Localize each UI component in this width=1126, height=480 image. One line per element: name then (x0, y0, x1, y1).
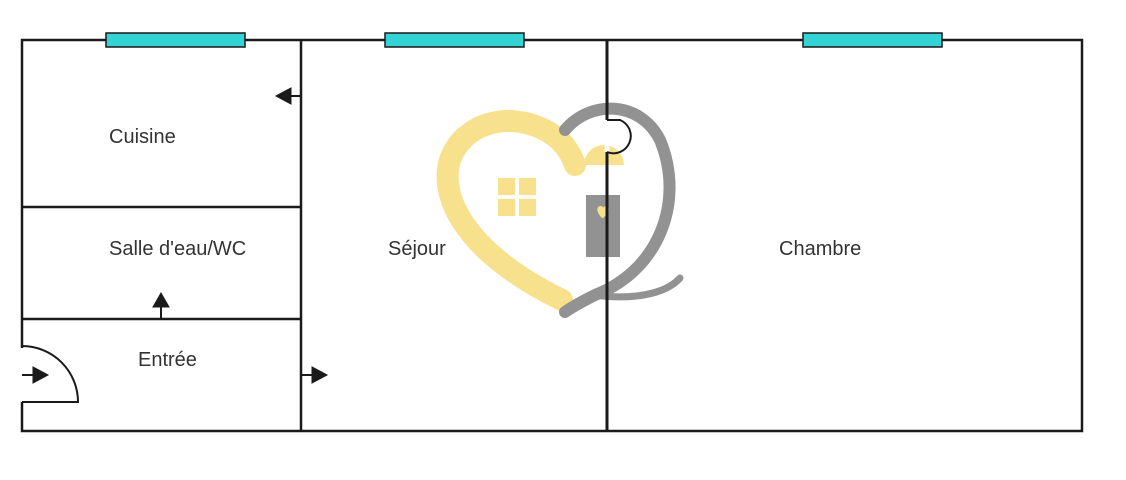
window-cuisine (105, 32, 246, 48)
chambre-door-swing-icon (606, 119, 632, 155)
room-label-chambre: Chambre (779, 238, 861, 260)
logo-swoosh-gray (559, 102, 676, 318)
room-label-salle-eau: Salle d'eau/WC (109, 238, 246, 260)
room-label-sejour: Séjour (388, 238, 446, 260)
arrow-icon (274, 87, 300, 105)
room-label-entree: Entrée (138, 349, 197, 371)
logo-swoosh-tail (591, 274, 684, 301)
room-label-cuisine: Cuisine (109, 126, 176, 148)
window-chambre (802, 32, 943, 48)
arrow-icon (22, 366, 50, 384)
logo-heart-yellow (436, 110, 586, 311)
entrance-door-swing-icon (21, 345, 80, 403)
outer-wall (20, 38, 1084, 433)
logo-window-icon (498, 178, 536, 216)
arrow-icon (302, 366, 329, 384)
arrow-icon (152, 291, 170, 318)
window-sejour (384, 32, 525, 48)
heart-house-logo (436, 102, 684, 318)
logo-door-icon (586, 195, 620, 257)
logo-dome (584, 145, 624, 165)
